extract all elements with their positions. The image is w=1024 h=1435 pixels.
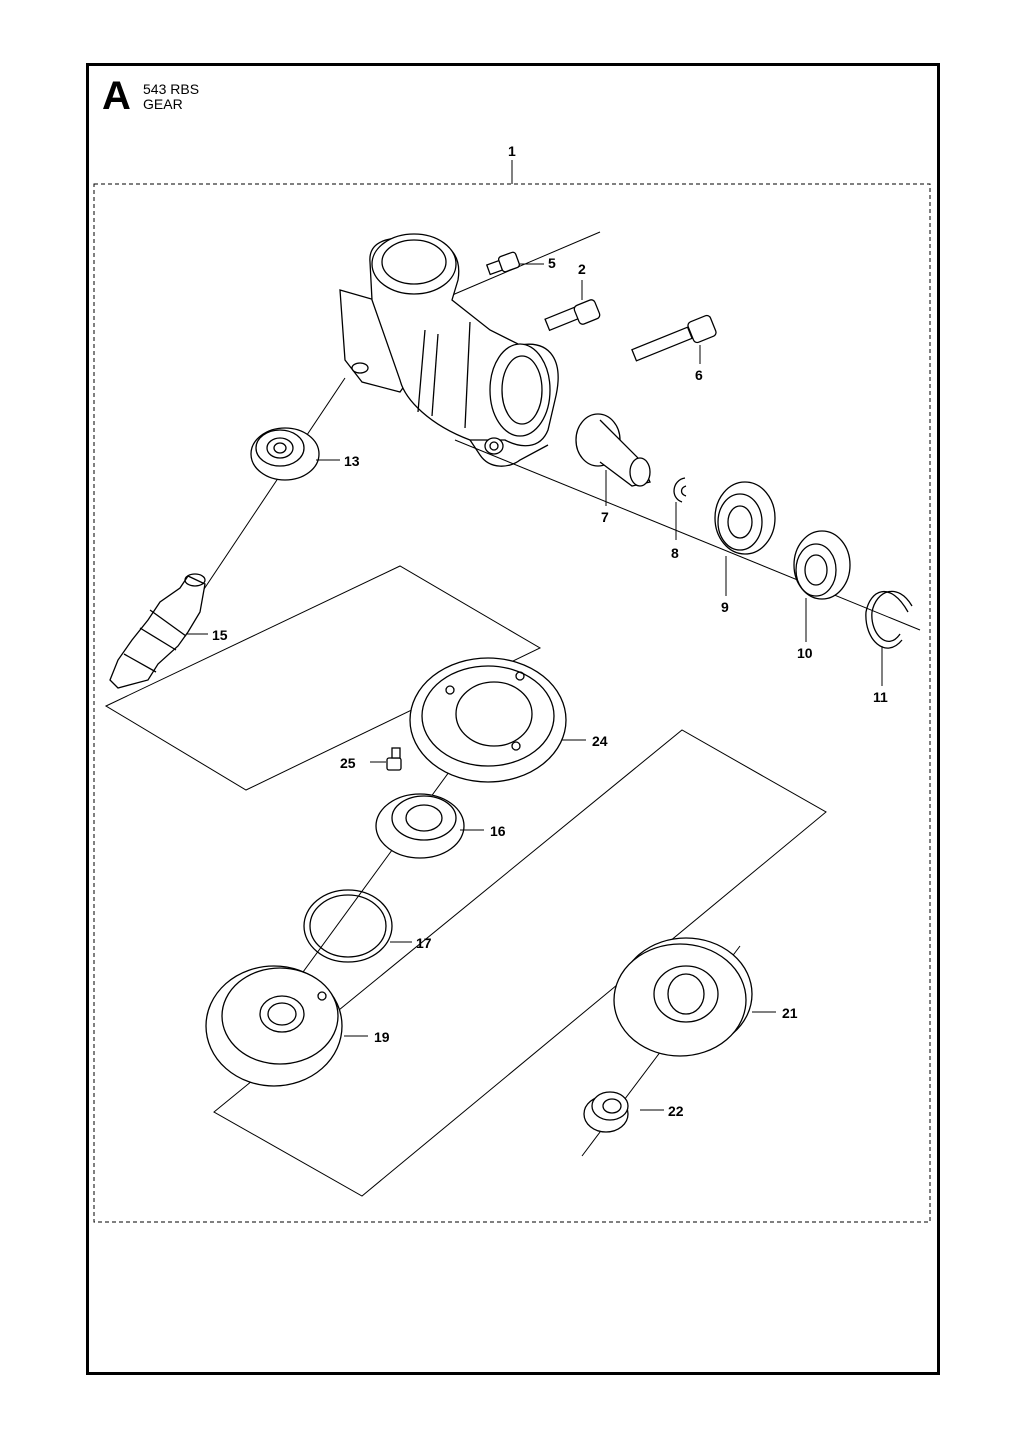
axis-line (454, 439, 921, 631)
callout-19: 19 (374, 1029, 390, 1045)
callout-24: 24 (592, 733, 608, 749)
section-letter: A (102, 74, 131, 118)
callout-17: 17 (416, 935, 432, 951)
support-cup-part-19 (205, 965, 343, 1087)
callout-13: 13 (344, 453, 360, 469)
leader-lines (186, 263, 883, 1111)
page-frame (86, 63, 940, 1375)
washer-part-21 (613, 937, 753, 1057)
callout-6: 6 (695, 367, 703, 383)
page-title: GEAR (143, 96, 183, 112)
assembly-boundary (93, 183, 931, 1223)
circlip-part-8 (673, 477, 687, 503)
pinion-part-7 (575, 413, 651, 487)
bearing-part-10 (793, 530, 851, 600)
shaft-part-15 (109, 573, 206, 689)
cover-part-24 (409, 657, 567, 783)
callout-21: 21 (782, 1005, 798, 1021)
bearing-part-16 (375, 793, 465, 859)
callout-2: 2 (578, 261, 586, 277)
callout-25: 25 (340, 755, 356, 771)
subgroup-frame-left (104, 565, 542, 791)
callout-22: 22 (668, 1103, 684, 1119)
screw-part-5 (485, 251, 520, 276)
bearing-part-9 (714, 481, 776, 555)
gear-housing (339, 233, 559, 467)
model-name: 543 RBS (143, 81, 200, 97)
callout-1: 1 (508, 143, 516, 159)
screw-part-2 (544, 299, 601, 332)
bearing-part-13 (250, 427, 320, 481)
callout-11: 11 (873, 689, 888, 705)
nut-part-22 (583, 1091, 629, 1133)
subgroup-frame-lower (213, 729, 827, 1197)
circlip-part-17 (303, 889, 393, 963)
callout-10: 10 (797, 645, 813, 661)
screw-part-25 (386, 747, 402, 771)
callout-7: 7 (601, 509, 609, 525)
callout-16: 16 (490, 823, 506, 839)
callout-15: 15 (212, 627, 228, 643)
callout-8: 8 (671, 545, 679, 561)
circlip-part-11 (865, 590, 913, 649)
callout-5: 5 (548, 255, 556, 271)
callout-9: 9 (721, 599, 729, 615)
bolt-part-6 (631, 314, 717, 362)
